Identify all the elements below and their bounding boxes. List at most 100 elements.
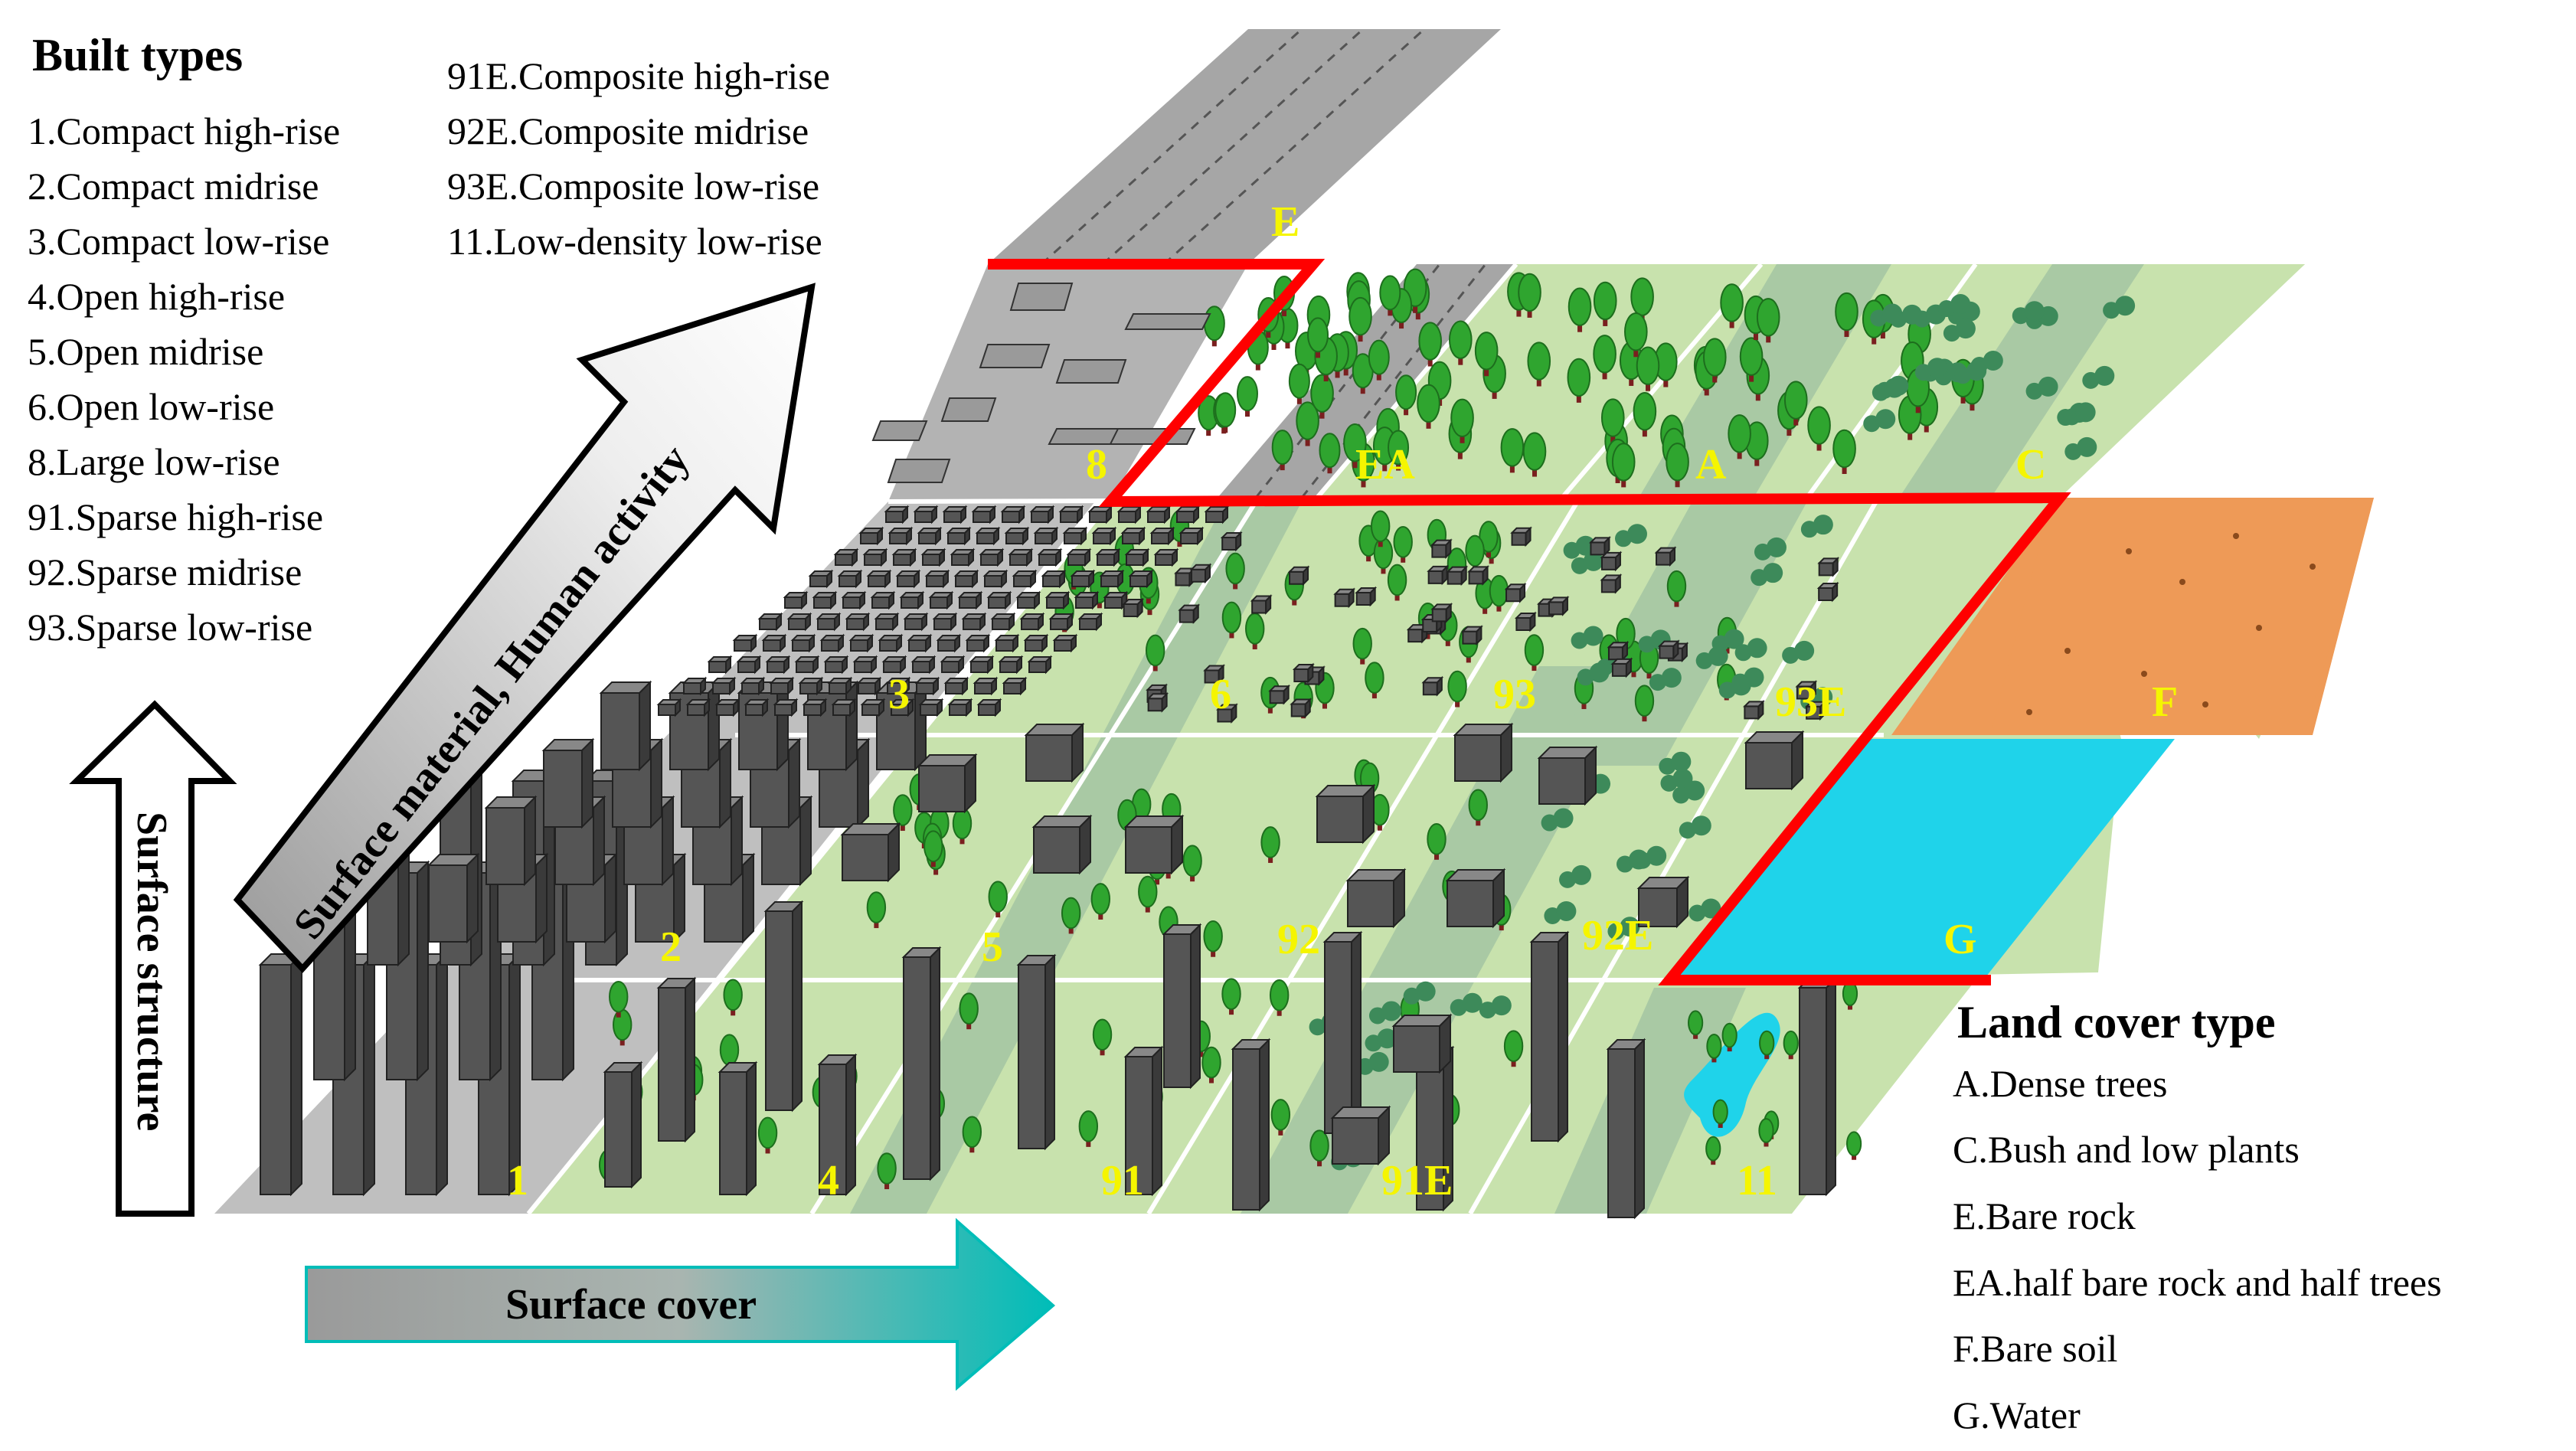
building-icon	[1002, 676, 1028, 696]
tree-icon	[1527, 342, 1551, 387]
tree-icon	[1474, 332, 1499, 377]
building-icon	[965, 633, 991, 653]
shrub-icon	[1614, 524, 1647, 547]
building-icon	[1215, 703, 1238, 724]
tree-icon	[924, 830, 943, 868]
building-icon	[979, 547, 1005, 567]
building-icon	[961, 612, 987, 632]
building-icon	[917, 753, 978, 814]
building-icon	[998, 655, 1024, 675]
building-icon	[1009, 283, 1074, 311]
tree-icon	[1201, 1046, 1221, 1083]
building-icon	[1446, 565, 1469, 587]
shrub-icon	[1672, 780, 1705, 804]
tree-icon	[1500, 428, 1525, 473]
building-icon	[1016, 953, 1057, 1151]
shrub-icon	[1479, 995, 1512, 1019]
tree-icon	[1343, 423, 1367, 469]
zone-label-f: F	[2152, 678, 2178, 726]
tree-icon	[1269, 979, 1290, 1016]
building-icon	[798, 676, 824, 696]
tree-icon	[1712, 1099, 1728, 1129]
building-icon	[1355, 586, 1378, 607]
building-icon	[808, 569, 834, 589]
building-icon	[1654, 546, 1677, 567]
shrub-icon	[1938, 294, 1971, 318]
tree-icon	[1221, 978, 1241, 1015]
shrub-icon	[1751, 563, 1783, 587]
shrub-icon	[1659, 751, 1692, 775]
zone-label-6: 6	[1210, 671, 1231, 718]
building-icon	[1091, 526, 1117, 546]
built-type-item: 6.Open low-rise	[28, 385, 274, 428]
boundary-line	[988, 259, 2071, 985]
building-icon	[1041, 569, 1067, 589]
building-icon	[1124, 313, 1211, 330]
tree-icon	[1203, 920, 1223, 957]
built-type-item: 92E.Composite midrise	[447, 109, 809, 152]
building-icon	[1012, 569, 1038, 589]
building-icon	[940, 397, 997, 422]
building-icon	[1797, 976, 1838, 1197]
building-icon	[1391, 1013, 1453, 1074]
shrub-icon	[1571, 551, 1603, 574]
building-icon	[917, 526, 943, 546]
tree-icon	[1636, 346, 1660, 391]
building-icon	[1123, 814, 1185, 875]
building-icon	[1087, 505, 1113, 525]
building-icon	[1467, 565, 1489, 586]
zone-label-g: G	[1943, 916, 1977, 963]
built-type-item: 93.Sparse low-rise	[28, 606, 312, 649]
tree-icon	[988, 881, 1008, 918]
shrub-icon	[1634, 845, 1667, 869]
building-icon	[889, 698, 915, 717]
shrub-icon	[1577, 662, 1610, 686]
zone-label-1: 1	[507, 1157, 528, 1204]
building-icon	[950, 547, 976, 567]
tree-icon	[1368, 339, 1390, 381]
building-icon	[1029, 505, 1055, 525]
building-icon	[1128, 569, 1154, 589]
tree-icon	[1138, 875, 1158, 913]
building-icon	[979, 344, 1051, 368]
tree-icon	[1783, 1030, 1799, 1060]
building-icon	[806, 680, 859, 772]
zone-label-91: 91	[1101, 1157, 1144, 1204]
shrub-icon	[1954, 361, 1987, 384]
dark-band-6	[1547, 502, 1807, 766]
building-icon	[1606, 1038, 1646, 1220]
tree-icon	[1634, 685, 1655, 722]
tree-icon	[1393, 526, 1413, 563]
tree-icon	[1387, 564, 1407, 601]
shrub-icon	[1914, 358, 1947, 381]
building-icon	[1044, 590, 1071, 610]
building-icon	[852, 655, 878, 675]
zone-label-8: 8	[1086, 441, 1107, 489]
tree-icon	[1524, 634, 1545, 672]
building-icon	[1203, 664, 1226, 685]
tree-icon	[893, 794, 913, 832]
building-icon	[1153, 547, 1179, 567]
building-icon	[1019, 612, 1045, 632]
tree-icon	[959, 992, 979, 1030]
building-icon	[969, 655, 995, 675]
building-icon	[845, 612, 871, 632]
building-icon	[1070, 569, 1096, 589]
building-icon	[973, 676, 999, 696]
shrub-icon	[1450, 992, 1483, 1016]
building-icon	[1804, 700, 1827, 721]
land-cover-item: F.Bare soil	[1953, 1327, 2117, 1370]
tree-icon	[1706, 1034, 1722, 1063]
building-icon	[794, 655, 820, 675]
building-icon	[541, 737, 595, 829]
building-icon	[258, 952, 304, 1197]
shrub-icon	[1688, 898, 1721, 922]
building-icon	[819, 633, 845, 653]
shrub-icon	[1872, 377, 1904, 401]
building-icon	[656, 976, 697, 1143]
shrub-icon	[1734, 638, 1767, 662]
building-icon	[887, 459, 951, 483]
zone-label-5: 5	[982, 923, 1003, 971]
shrub-icon	[1571, 626, 1603, 649]
tree-icon	[1203, 306, 1225, 347]
